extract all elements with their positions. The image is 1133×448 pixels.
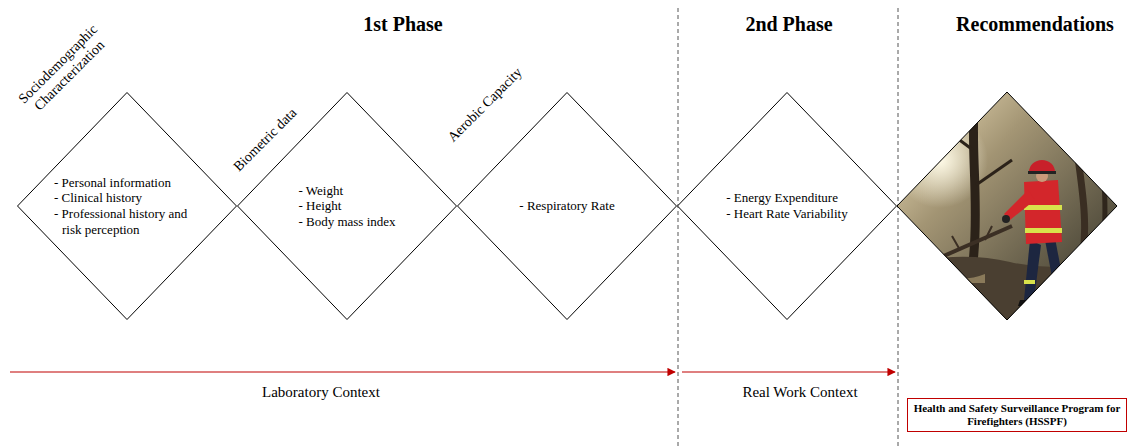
context-arrow [682, 371, 895, 372]
bullet-item: - Clinical history [54, 190, 142, 206]
phase-diamond: Aerobic Capacity- Respiratory Rate [457, 92, 677, 320]
photo-detail [1024, 280, 1035, 284]
bullet-item: - Personal information [54, 175, 171, 191]
bullet-item: - Professional history and risk percepti… [54, 206, 200, 237]
bullet-list: - Weight- Height- Body mass index [298, 183, 395, 230]
photo-detail [1055, 294, 1070, 302]
context-arrow [10, 371, 675, 372]
diamond-shape [18, 93, 237, 320]
phase-heading: Recommendations [956, 13, 1114, 36]
bullet-item: - Height [298, 198, 341, 214]
phase-step-title: Aerobic Capacity [445, 65, 526, 146]
photo-detail [976, 160, 1012, 185]
phase-diamond: Biometric data- Weight- Height- Body mas… [237, 92, 457, 320]
photo-detail [1029, 160, 1055, 172]
photo-detail [930, 226, 1012, 262]
photo-detail [1078, 118, 1110, 140]
bullet-item: - Energy Expenditure [726, 190, 838, 206]
program-title: Health and Safety Surveillance Program f… [913, 402, 1121, 428]
photo-detail [1024, 180, 1062, 244]
phase-heading: 1st Phase [363, 13, 442, 36]
photo-detail [952, 226, 992, 250]
photo-detail [897, 255, 1117, 320]
photo-detail [1024, 205, 1062, 210]
phase-step-title: Sociodemographic Characterization [10, 16, 118, 124]
bullet-item: - Heart Rate Variability [726, 206, 847, 222]
photo-detail [1025, 228, 1062, 233]
bullet-list: - Respiratory Rate [519, 198, 614, 214]
photo-detail [1100, 92, 1105, 240]
photo-frame [897, 92, 1117, 320]
program-box: Health and Safety Surveillance Program f… [907, 398, 1127, 432]
bullet-item: - Body mass index [298, 214, 395, 230]
phase-diamond: - Energy Expenditure- Heart Rate Variabi… [677, 92, 897, 320]
photo-detail [905, 273, 985, 283]
photo-detail [1054, 280, 1065, 284]
photo-detail [1002, 215, 1010, 223]
context-label: Laboratory Context [262, 384, 380, 401]
bullet-item: - Weight [298, 183, 343, 199]
context-label: Real Work Context [742, 384, 857, 401]
photo-detail [1074, 92, 1084, 262]
phase-diamond: Sociodemographic Characterization- Perso… [17, 92, 237, 320]
photo-detail [920, 108, 950, 150]
phase-heading: 2nd Phase [745, 13, 832, 36]
photo-detail [1028, 171, 1056, 174]
photo-detail [1024, 240, 1041, 300]
bullet-item: - Respiratory Rate [519, 198, 614, 214]
phase-divider [898, 8, 899, 446]
diamond-shape [678, 93, 897, 320]
diamond-shape [458, 93, 677, 320]
photo-detail [1004, 190, 1035, 220]
bullet-list: - Energy Expenditure- Heart Rate Variabi… [726, 190, 847, 221]
firefighter-photo [892, 92, 1117, 320]
photo-detail [1045, 238, 1066, 298]
bullet-list: - Personal information- Clinical history… [54, 175, 200, 237]
phase-divider [678, 8, 679, 446]
